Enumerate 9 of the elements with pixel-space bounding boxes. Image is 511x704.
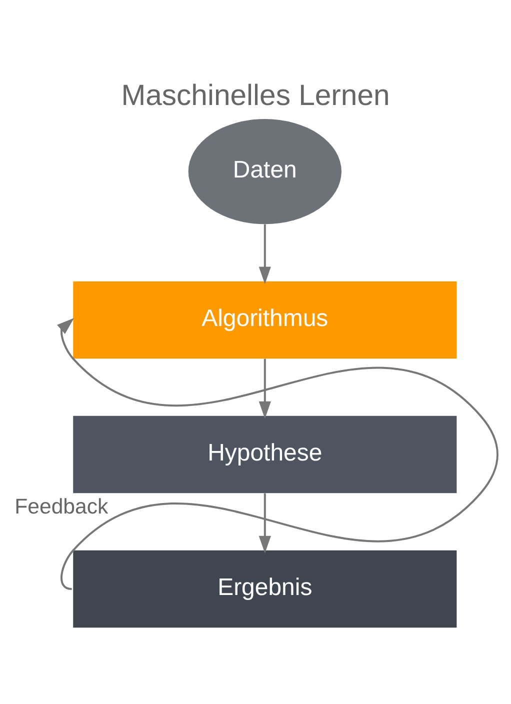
node-ellipse: Daten bbox=[188, 118, 342, 224]
node-box: Algorithmus bbox=[73, 281, 457, 359]
edge-label: Feedback bbox=[14, 494, 108, 519]
node-box: Hypothese bbox=[73, 416, 457, 494]
arrow bbox=[258, 493, 271, 554]
node-box: Ergebnis bbox=[73, 550, 457, 628]
diagram-title: Maschinelles Lernen bbox=[121, 79, 390, 112]
arrow bbox=[258, 358, 271, 419]
arrow bbox=[258, 224, 271, 284]
